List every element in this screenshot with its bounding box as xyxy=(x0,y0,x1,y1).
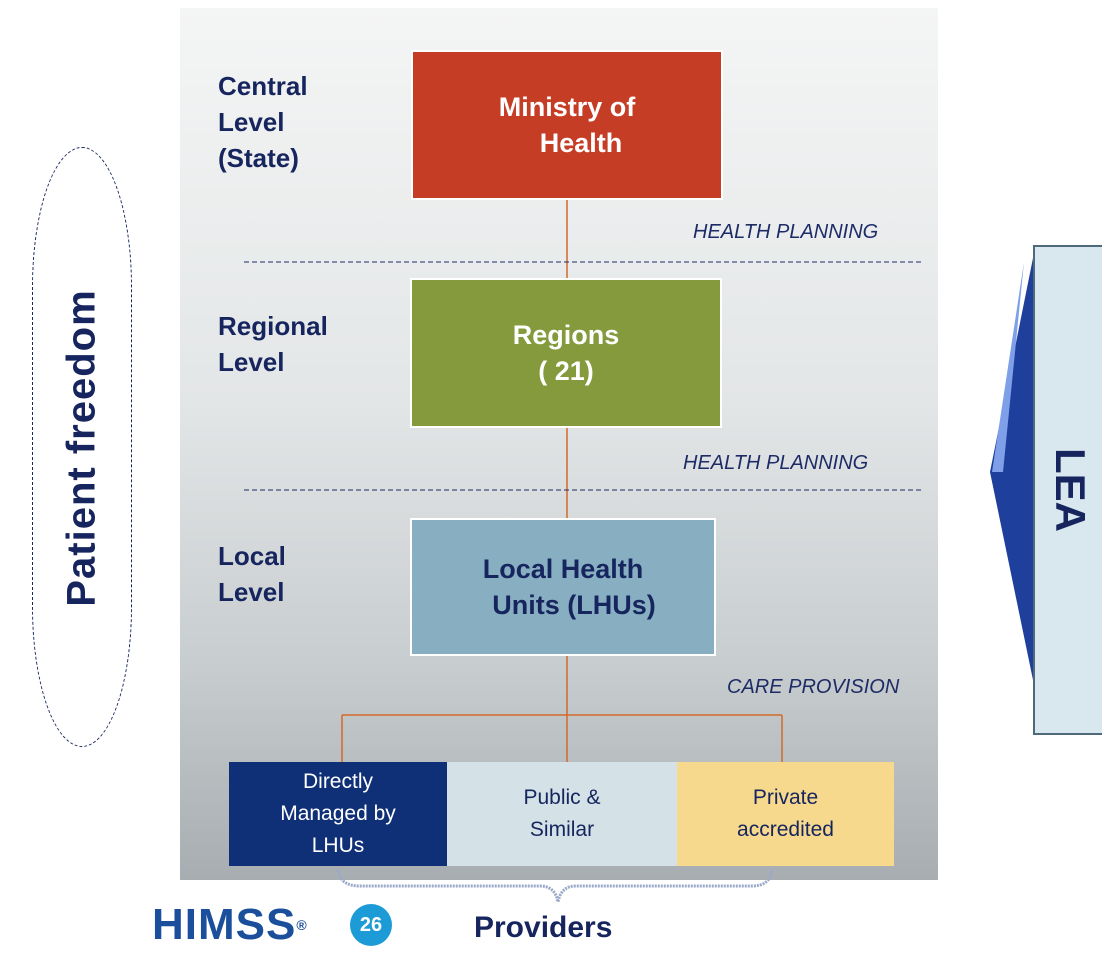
provider-directly-managed: Directly Managed by LHUs xyxy=(229,762,447,866)
himss-registered-mark: ® xyxy=(296,917,308,933)
regional-level-line-1: Regional xyxy=(218,311,328,341)
regions-line-2: ( 21) xyxy=(538,356,594,386)
private-line-2: accredited xyxy=(737,818,834,841)
regions-line-1: Regions xyxy=(512,320,620,350)
lea-arrow-shine xyxy=(992,262,1024,472)
lhu-line-1: Local Health xyxy=(482,554,644,584)
himss-year-badge: 26 xyxy=(350,904,392,946)
regions-box: Regions ( 21) xyxy=(410,278,722,428)
patient-freedom-oval xyxy=(32,147,132,747)
ministry-of-health-box: Ministry of Health xyxy=(411,50,723,200)
local-level-line-1: Local xyxy=(218,541,286,571)
himss-brand: HIMSS xyxy=(152,900,297,949)
providers-label: Providers xyxy=(474,911,613,944)
direct-line-2: Managed by xyxy=(280,802,396,825)
local-level-line-2: Level xyxy=(218,577,285,607)
patient-freedom-label: Patient freedom xyxy=(59,289,104,607)
private-line-1: Private xyxy=(752,786,819,809)
central-level-label: Central Level (State) xyxy=(218,68,308,176)
ministry-line-2: Health xyxy=(539,128,623,158)
lea-label: LEA xyxy=(1047,448,1094,532)
lhu-line-2: Units (LHUs) xyxy=(492,590,656,620)
himss-logo: HIMSS® xyxy=(152,903,308,947)
health-planning-label-1: HEALTH PLANNING xyxy=(693,221,879,243)
regional-level-label: Regional Level xyxy=(218,308,328,380)
central-level-line-2: Level xyxy=(218,107,285,137)
health-planning-label-2: HEALTH PLANNING xyxy=(683,452,869,474)
provider-private-accredited: Private accredited xyxy=(677,762,894,866)
local-health-units-box: Local Health Units (LHUs) xyxy=(410,518,716,656)
direct-line-1: Directly xyxy=(302,770,373,793)
central-level-line-1: Central xyxy=(218,71,308,101)
lea-box xyxy=(1033,245,1102,735)
care-provision-label: CARE PROVISION xyxy=(727,676,900,698)
public-line-1: Public & xyxy=(523,786,601,809)
direct-line-3: LHUs xyxy=(311,834,365,857)
provider-public-similar: Public & Similar xyxy=(447,762,677,866)
local-level-label: Local Level xyxy=(218,538,286,610)
regional-level-line-2: Level xyxy=(218,347,285,377)
providers-brace xyxy=(336,869,774,903)
ministry-line-1: Ministry of xyxy=(498,92,636,122)
public-line-2: Similar xyxy=(529,818,595,841)
central-level-line-3: (State) xyxy=(218,143,299,173)
lea-arrow xyxy=(990,258,1033,680)
